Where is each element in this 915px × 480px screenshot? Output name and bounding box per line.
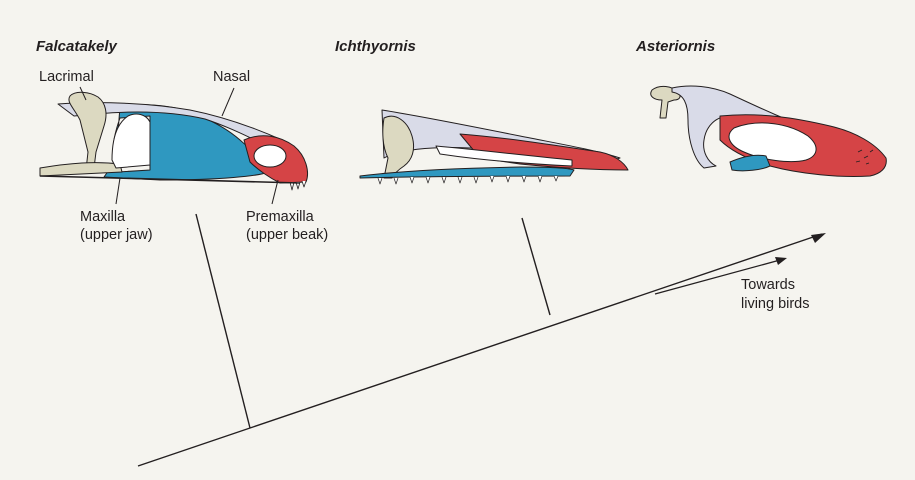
leader-nasal [222, 88, 234, 116]
label-maxilla-line1: Maxilla [80, 207, 125, 227]
label-lacrimal: Lacrimal [39, 67, 94, 87]
falcatakely-antorbital-fenestra [112, 114, 150, 168]
label-premaxilla-line2: (upper beak) [246, 225, 328, 245]
arrow-label-line2: living birds [741, 294, 810, 314]
branch-falcatakely [196, 214, 250, 428]
branch-ichthyornis [522, 218, 550, 315]
asteriornis-maxilla [730, 155, 770, 171]
falcatakely-naris [254, 145, 286, 167]
ichthyornis-skull [360, 110, 628, 184]
falcatakely-skull [40, 92, 308, 190]
label-premaxilla-line1: Premaxilla [246, 207, 314, 227]
falcatakely-lacrimal [69, 92, 106, 170]
direction-arrowhead [775, 257, 787, 265]
leader-premaxilla [272, 180, 278, 204]
stem-arrowhead [811, 233, 826, 243]
label-nasal: Nasal [213, 67, 250, 87]
leader-maxilla [116, 178, 120, 204]
asteriornis-skull [651, 86, 887, 177]
taxon-label-asteriornis: Asteriornis [636, 37, 715, 57]
label-maxilla-line2: (upper jaw) [80, 225, 153, 245]
arrow-label-line1: Towards [741, 275, 795, 295]
taxon-label-ichthyornis: Ichthyornis [335, 37, 416, 57]
taxon-label-falcatakely: Falcatakely [36, 37, 117, 57]
main-stem-line [138, 234, 822, 466]
